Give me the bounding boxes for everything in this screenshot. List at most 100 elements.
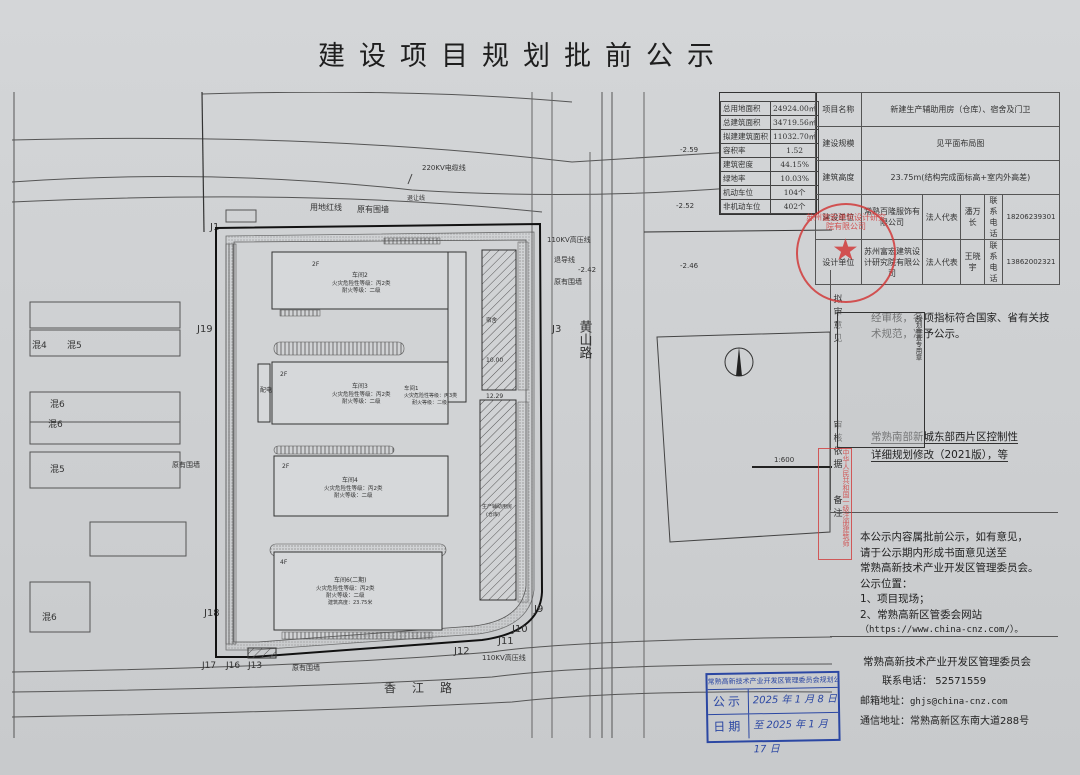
notice-line: 本公示内容属批前公示，如有意见， xyxy=(860,531,1028,543)
svg-text:混6: 混6 xyxy=(50,399,65,410)
star-icon: ★ xyxy=(832,233,859,268)
site-plan-drawing: 220KV电缆线 用地红线 原有围墙 退让线 J1 黄山路 -2.42 -2.5… xyxy=(12,92,832,738)
econ-value: 104个 xyxy=(769,185,820,200)
height-value: 23.75m(结构完成面标高+室内外高差) xyxy=(860,160,1061,195)
email-label: 邮箱地址： xyxy=(860,696,910,707)
svg-text:J3: J3 xyxy=(551,324,561,335)
econ-label: 非机动车位 xyxy=(720,199,771,214)
econ-label: 建筑密度 xyxy=(720,157,771,172)
econ-label: 总用地面积 xyxy=(720,101,771,116)
builder-phone: 18206239301 xyxy=(1001,194,1061,240)
econ-value: 24924.00㎡ xyxy=(769,101,820,116)
svg-text:配电: 配电 xyxy=(260,386,272,394)
design-institute-seal: 苏州富宏建筑设计研究院有限公司 ★ xyxy=(796,203,896,303)
econ-value: 11032.70㎡ xyxy=(769,129,820,144)
divider xyxy=(830,512,1058,513)
notice-line: 请于公示期内形成书面意见送至 xyxy=(860,546,1007,559)
svg-text:用地红线: 用地红线 xyxy=(310,202,342,212)
econ-value: 402个 xyxy=(769,199,820,214)
site-plan: 220KV电缆线 用地红线 原有围墙 退让线 J1 黄山路 -2.42 -2.5… xyxy=(12,92,832,738)
email-value: ghjs@china-cnz.com xyxy=(910,697,1008,707)
svg-text:退导线: 退导线 xyxy=(554,255,575,264)
notice-line: 公示位置： xyxy=(860,577,913,590)
pub-to-date: 至 2025 年 1 月 17 日 xyxy=(753,719,828,756)
svg-text:原有围墙: 原有围墙 xyxy=(292,663,320,672)
svg-text:耐火等级：二级: 耐火等级：二级 xyxy=(334,491,373,499)
svg-text:J12: J12 xyxy=(453,646,470,657)
svg-text:退让线: 退让线 xyxy=(407,194,425,202)
svg-text:耐火等级：二级: 耐火等级：二级 xyxy=(412,399,447,406)
svg-text:火灾危险性等级：丙2类: 火灾危险性等级：丙2类 xyxy=(324,484,383,492)
svg-text:车间3: 车间3 xyxy=(352,382,368,390)
svg-text:J9: J9 xyxy=(533,604,543,615)
remarks-label: 备注 xyxy=(833,496,843,519)
address-label: 通信地址： xyxy=(860,716,910,727)
stamp-label-2: 日期 xyxy=(708,714,750,740)
svg-text:火灾危险性等级：丙2类: 火灾危险性等级：丙2类 xyxy=(332,279,391,287)
footer-org: 常熟高新技术产业开发区管理委员会 xyxy=(863,656,1031,668)
svg-text:-2.42: -2.42 xyxy=(578,266,596,274)
svg-text:2F: 2F xyxy=(280,371,288,378)
svg-text:(仓库): (仓库) xyxy=(486,511,500,518)
econ-label: 拟建建筑面积 xyxy=(720,129,771,144)
svg-text:原有围墙: 原有围墙 xyxy=(357,204,389,214)
project-name: 新建生产辅助用房（仓库）、宿舍及门卫 xyxy=(860,92,1061,127)
scale-value: 见平面布局图 xyxy=(860,126,1061,161)
svg-text:混5: 混5 xyxy=(50,464,65,475)
svg-text:4F: 4F xyxy=(280,559,288,566)
econ-label: 绿地率 xyxy=(720,171,771,186)
econ-value: 1.52 xyxy=(769,143,820,158)
contact-footer: 常熟高新技术产业开发区管理委员会 联系电话： 52571559 邮箱地址：ghj… xyxy=(842,652,1052,732)
address-value: 常熟高新区东南大道288号 xyxy=(910,716,1030,727)
project-info-table: 项目名称 新建生产辅助用房（仓库）、宿舍及门卫 建设规模 见平面布局图 建筑高度… xyxy=(815,92,1061,285)
svg-text:香江路: 香江路 xyxy=(384,680,468,695)
svg-text:2F: 2F xyxy=(282,463,290,470)
architect-stamp: 中华人民共和国一级注册建筑师 xyxy=(818,448,852,560)
svg-text:原有围墙: 原有围墙 xyxy=(172,460,200,469)
svg-text:车间1: 车间1 xyxy=(404,384,419,392)
svg-text:耐火等级：二级: 耐火等级：二级 xyxy=(326,591,365,599)
scale-label: 建设规模 xyxy=(815,126,862,161)
svg-text:J16: J16 xyxy=(225,661,240,671)
svg-text:J18: J18 xyxy=(203,608,220,619)
svg-text:混6: 混6 xyxy=(48,419,63,430)
svg-text:混6: 混6 xyxy=(42,612,57,623)
page-title: 建设项目规划批前公示 xyxy=(318,41,728,72)
builder-rep-label: 法人代表 xyxy=(922,194,962,240)
designer-phone-label: 联系电话 xyxy=(984,239,1003,285)
svg-text:车间4: 车间4 xyxy=(342,476,358,484)
svg-text:2F: 2F xyxy=(312,261,320,268)
svg-text:宿舍: 宿舍 xyxy=(486,316,498,324)
svg-text:J17: J17 xyxy=(201,661,216,671)
econ-label: 容积率 xyxy=(720,143,771,158)
phone-label: 联系电话： xyxy=(882,676,932,687)
table-row: 项目名称 新建生产辅助用房（仓库）、宿舍及门卫 xyxy=(815,92,1061,127)
notice-line: 常熟高新技术产业开发区管理委员会。 xyxy=(860,562,1039,574)
svg-text:J11: J11 xyxy=(497,636,514,647)
svg-text:110KV高压线: 110KV高压线 xyxy=(482,653,526,662)
notice-line: （https://www.china-cnz.com/）。 xyxy=(860,625,1024,635)
designer-phone: 13862002321 xyxy=(1001,239,1061,285)
phone-value: 52571559 xyxy=(935,676,987,687)
svg-text:混4: 混4 xyxy=(32,340,47,351)
svg-text:J10: J10 xyxy=(511,624,528,635)
svg-text:火灾危险性等级：丙2类: 火灾危险性等级：丙2类 xyxy=(332,390,391,398)
notice-text: 本公示内容属批前公示，如有意见， 请于公示期内形成书面意见送至 常熟高新技术产业… xyxy=(860,530,1050,639)
econ-value: 44.15% xyxy=(769,157,820,172)
project-name-label: 项目名称 xyxy=(815,92,862,127)
table-row: 建设规模 见平面布局图 xyxy=(815,126,1061,161)
seal-text: 苏州富宏建筑设计研究院有限公司 xyxy=(806,213,886,231)
basis-line-2: 详细规划修改（2021版），等 xyxy=(871,449,1008,462)
svg-text:原有围墙: 原有围墙 xyxy=(554,277,582,286)
svg-text:J19: J19 xyxy=(196,324,213,335)
svg-text:-2.52: -2.52 xyxy=(676,202,694,210)
svg-text:1:600: 1:600 xyxy=(774,456,794,464)
